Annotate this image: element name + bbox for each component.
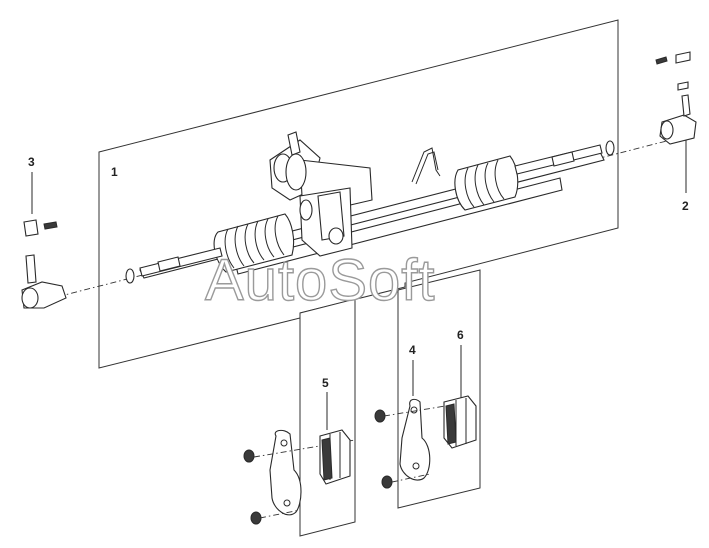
steering-rack	[125, 131, 615, 284]
right-tie-rod-end	[655, 51, 697, 193]
left-mount-bracket	[243, 429, 356, 525]
watermark: AutoSoft	[205, 248, 435, 313]
left-bushing	[319, 392, 351, 485]
left-tie-rod-end	[21, 172, 67, 309]
callout-3: 3	[28, 155, 35, 169]
callout-6: 6	[457, 328, 464, 342]
callout-4: 4	[409, 343, 416, 357]
pinion-housing	[269, 131, 373, 257]
callout-2: 2	[682, 199, 689, 213]
callout-5: 5	[322, 376, 329, 390]
left-boot	[213, 213, 295, 273]
right-boot	[454, 155, 519, 211]
right-bushing	[443, 345, 477, 449]
right-mount-bracket	[374, 360, 471, 489]
hydraulic-pipe	[411, 147, 441, 183]
callout-1: 1	[111, 165, 118, 179]
